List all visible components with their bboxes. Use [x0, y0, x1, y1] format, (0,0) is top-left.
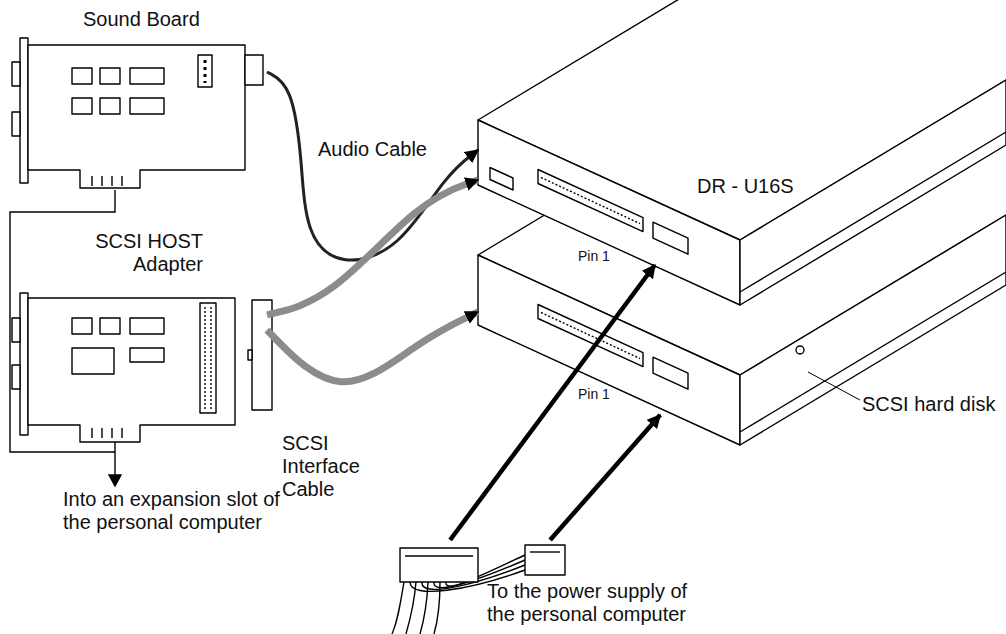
component-label: SCSI HOST Adapter [63, 230, 203, 276]
circuit-card [28, 298, 235, 442]
header-pins [204, 60, 207, 83]
bracket-jack [12, 318, 20, 342]
chip [72, 68, 92, 84]
component-label: Sound Board [83, 8, 233, 31]
note-text: Into an expansion slot of the personal c… [63, 488, 293, 534]
scsi-socket [538, 170, 643, 232]
power-socket [653, 357, 688, 389]
component-label: To the power supply of the personal comp… [487, 580, 709, 626]
power-wire [420, 582, 428, 634]
socket-pins [541, 178, 640, 224]
power-plug [400, 548, 478, 582]
leader-line [808, 372, 860, 400]
chip [100, 68, 120, 84]
cable-plug [252, 300, 272, 410]
disk-screw [796, 346, 804, 354]
host-adapter-art [12, 293, 272, 442]
scsi-socket [538, 305, 643, 367]
cable-label: Audio Cable [318, 138, 448, 161]
power-wire [406, 582, 416, 634]
plug-notch [405, 555, 473, 556]
chip [130, 68, 164, 84]
chip [72, 98, 92, 114]
sound-board: Sound Board [5, 5, 267, 190]
power-wire [392, 582, 404, 634]
card-bracket [20, 38, 28, 183]
sound-board-art [12, 38, 263, 188]
chip [100, 98, 120, 114]
power-cable [450, 265, 655, 540]
pin-marker: Pin 1 [578, 386, 638, 402]
scsi-host-adapter: SCSI HOST Adapter [5, 228, 267, 438]
pin-marker: Pin 1 [578, 248, 638, 264]
scsi-header [200, 303, 216, 413]
power-plug [525, 545, 565, 575]
edge-fingers [92, 428, 122, 438]
chip [130, 318, 164, 334]
drive-art [478, 0, 1006, 305]
chip [130, 98, 164, 114]
cd-drive: DR - U16S [478, 40, 1006, 265]
component-label: DR - U16S [697, 175, 847, 198]
audio-socket [490, 168, 513, 191]
bracket-jack [12, 365, 20, 389]
scsi-hard-disk: SCSI hard disk [478, 265, 1006, 415]
audio-cable [267, 72, 478, 260]
bracket-jack [12, 112, 20, 136]
card-bracket [20, 293, 28, 435]
power-connector: To the power supply of the personal comp… [395, 540, 725, 634]
header-pins [205, 307, 211, 409]
disk-seam [740, 272, 1006, 432]
circuit-card [28, 45, 245, 188]
audio-plug [245, 55, 263, 85]
chip [130, 348, 164, 362]
plug-notch [530, 551, 560, 552]
chip [100, 318, 120, 334]
bracket-jack [12, 62, 20, 86]
cable-label: SCSI Interface Cable [282, 432, 367, 501]
bracket-arrow [109, 475, 121, 486]
drive-seam [740, 132, 1006, 292]
power-cable [550, 415, 660, 540]
component-label: SCSI hard disk [862, 393, 1004, 416]
bracket-line [114, 442, 115, 478]
chip [72, 318, 92, 334]
chip [72, 348, 114, 374]
power-socket [653, 222, 688, 254]
scsi-ribbon-cable [267, 312, 478, 382]
bracket-line [10, 190, 115, 452]
edge-fingers [92, 176, 122, 186]
plug-key [248, 350, 252, 360]
scsi-ribbon-cable [267, 180, 478, 315]
power-wire [434, 582, 440, 634]
socket-pins [541, 313, 640, 359]
audio-header [198, 55, 212, 87]
drive-rear-panel [478, 120, 740, 305]
